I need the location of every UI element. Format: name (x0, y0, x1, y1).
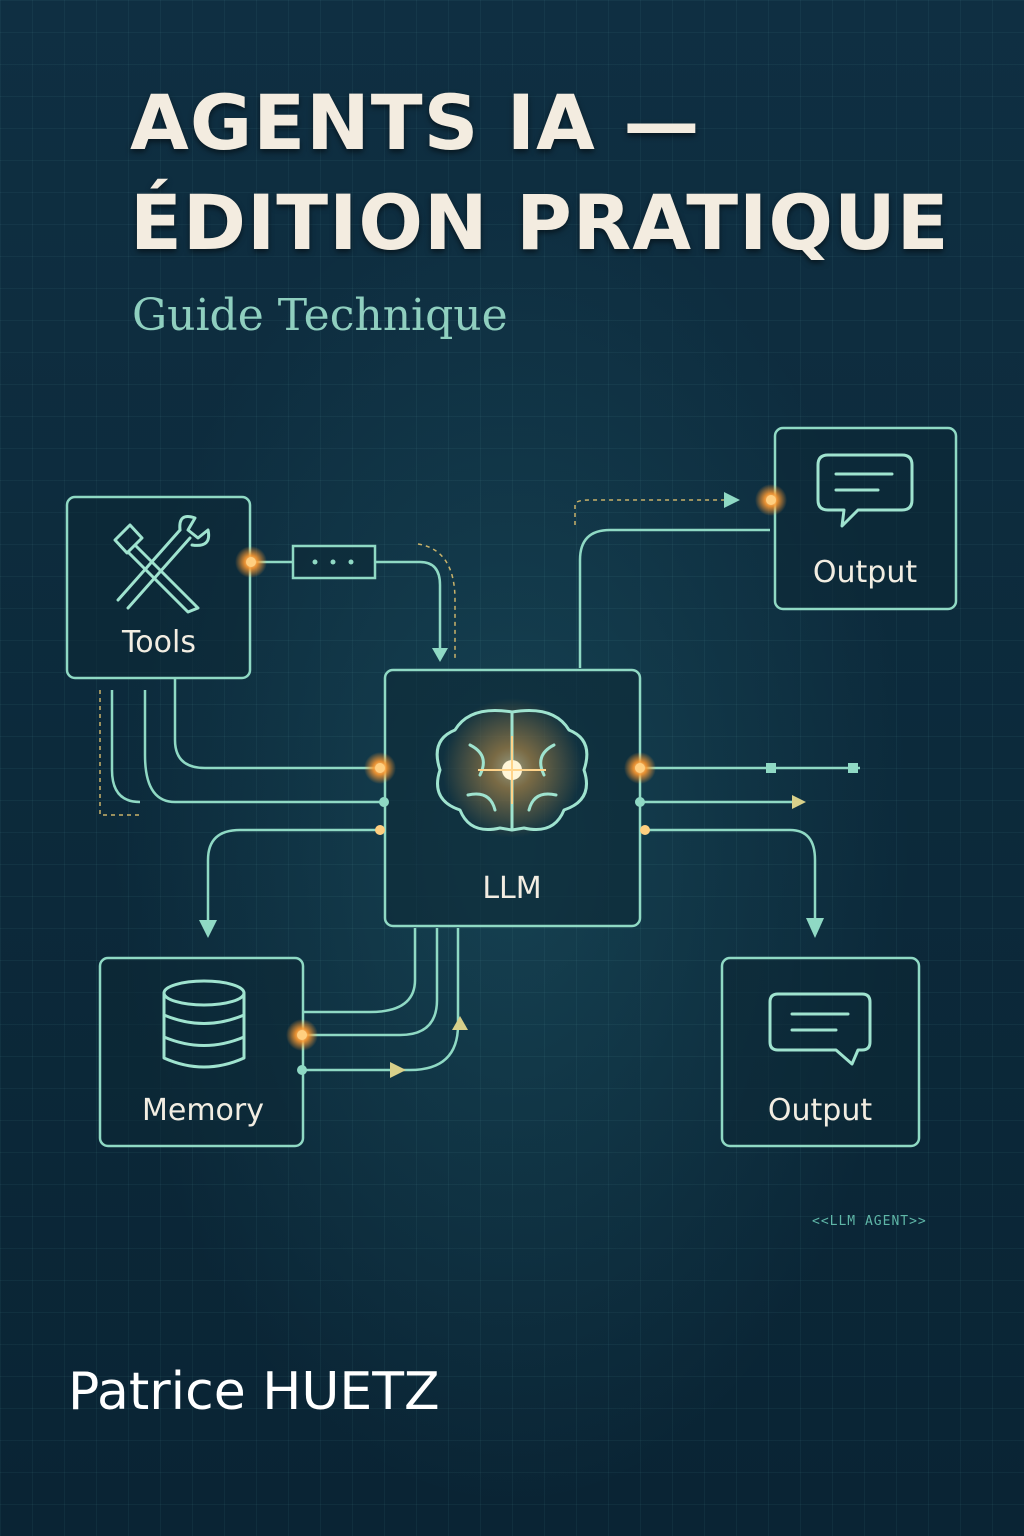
database-icon (162, 979, 246, 1069)
connector-llm-to-output-bottom (645, 828, 817, 930)
llm-label: LLM (482, 871, 541, 906)
chat-bubble-icon (768, 992, 872, 1066)
brain-icon (435, 708, 589, 832)
connector-tools-to-llm-2 (143, 690, 385, 804)
output-bottom-label: Output (768, 1093, 872, 1128)
memory-label: Memory (142, 1093, 264, 1128)
memory-node: Memory (98, 956, 318, 1148)
memory-box (98, 956, 305, 1148)
output-bottom-node: Output (720, 956, 921, 1148)
llm-agent-tag: <<LLM AGENT>> (812, 1214, 927, 1229)
title-line-1: AGENTS IA — (130, 78, 701, 167)
llm-node: LLM (364, 668, 656, 928)
title-line-2: ÉDITION PRATIQUE (130, 178, 950, 267)
chat-bubble-icon (816, 453, 914, 528)
subtitle: Guide Technique (132, 290, 508, 341)
connector-llm-to-memory (206, 828, 380, 935)
connector-to-llm-top (375, 560, 442, 655)
author-name: Patrice HUETZ (68, 1362, 440, 1422)
connector-memory-to-llm-1 (303, 928, 417, 1014)
tools-icon (113, 515, 211, 614)
connector-llm-to-output-top (578, 528, 770, 668)
output-top-label: Output (813, 555, 917, 590)
connectors (99, 492, 860, 1078)
tools-node: Tools (65, 495, 267, 680)
tools-label: Tools (121, 625, 196, 660)
connector-tools-to-llm-1 (173, 678, 380, 770)
output-top-node: Output (755, 426, 958, 611)
